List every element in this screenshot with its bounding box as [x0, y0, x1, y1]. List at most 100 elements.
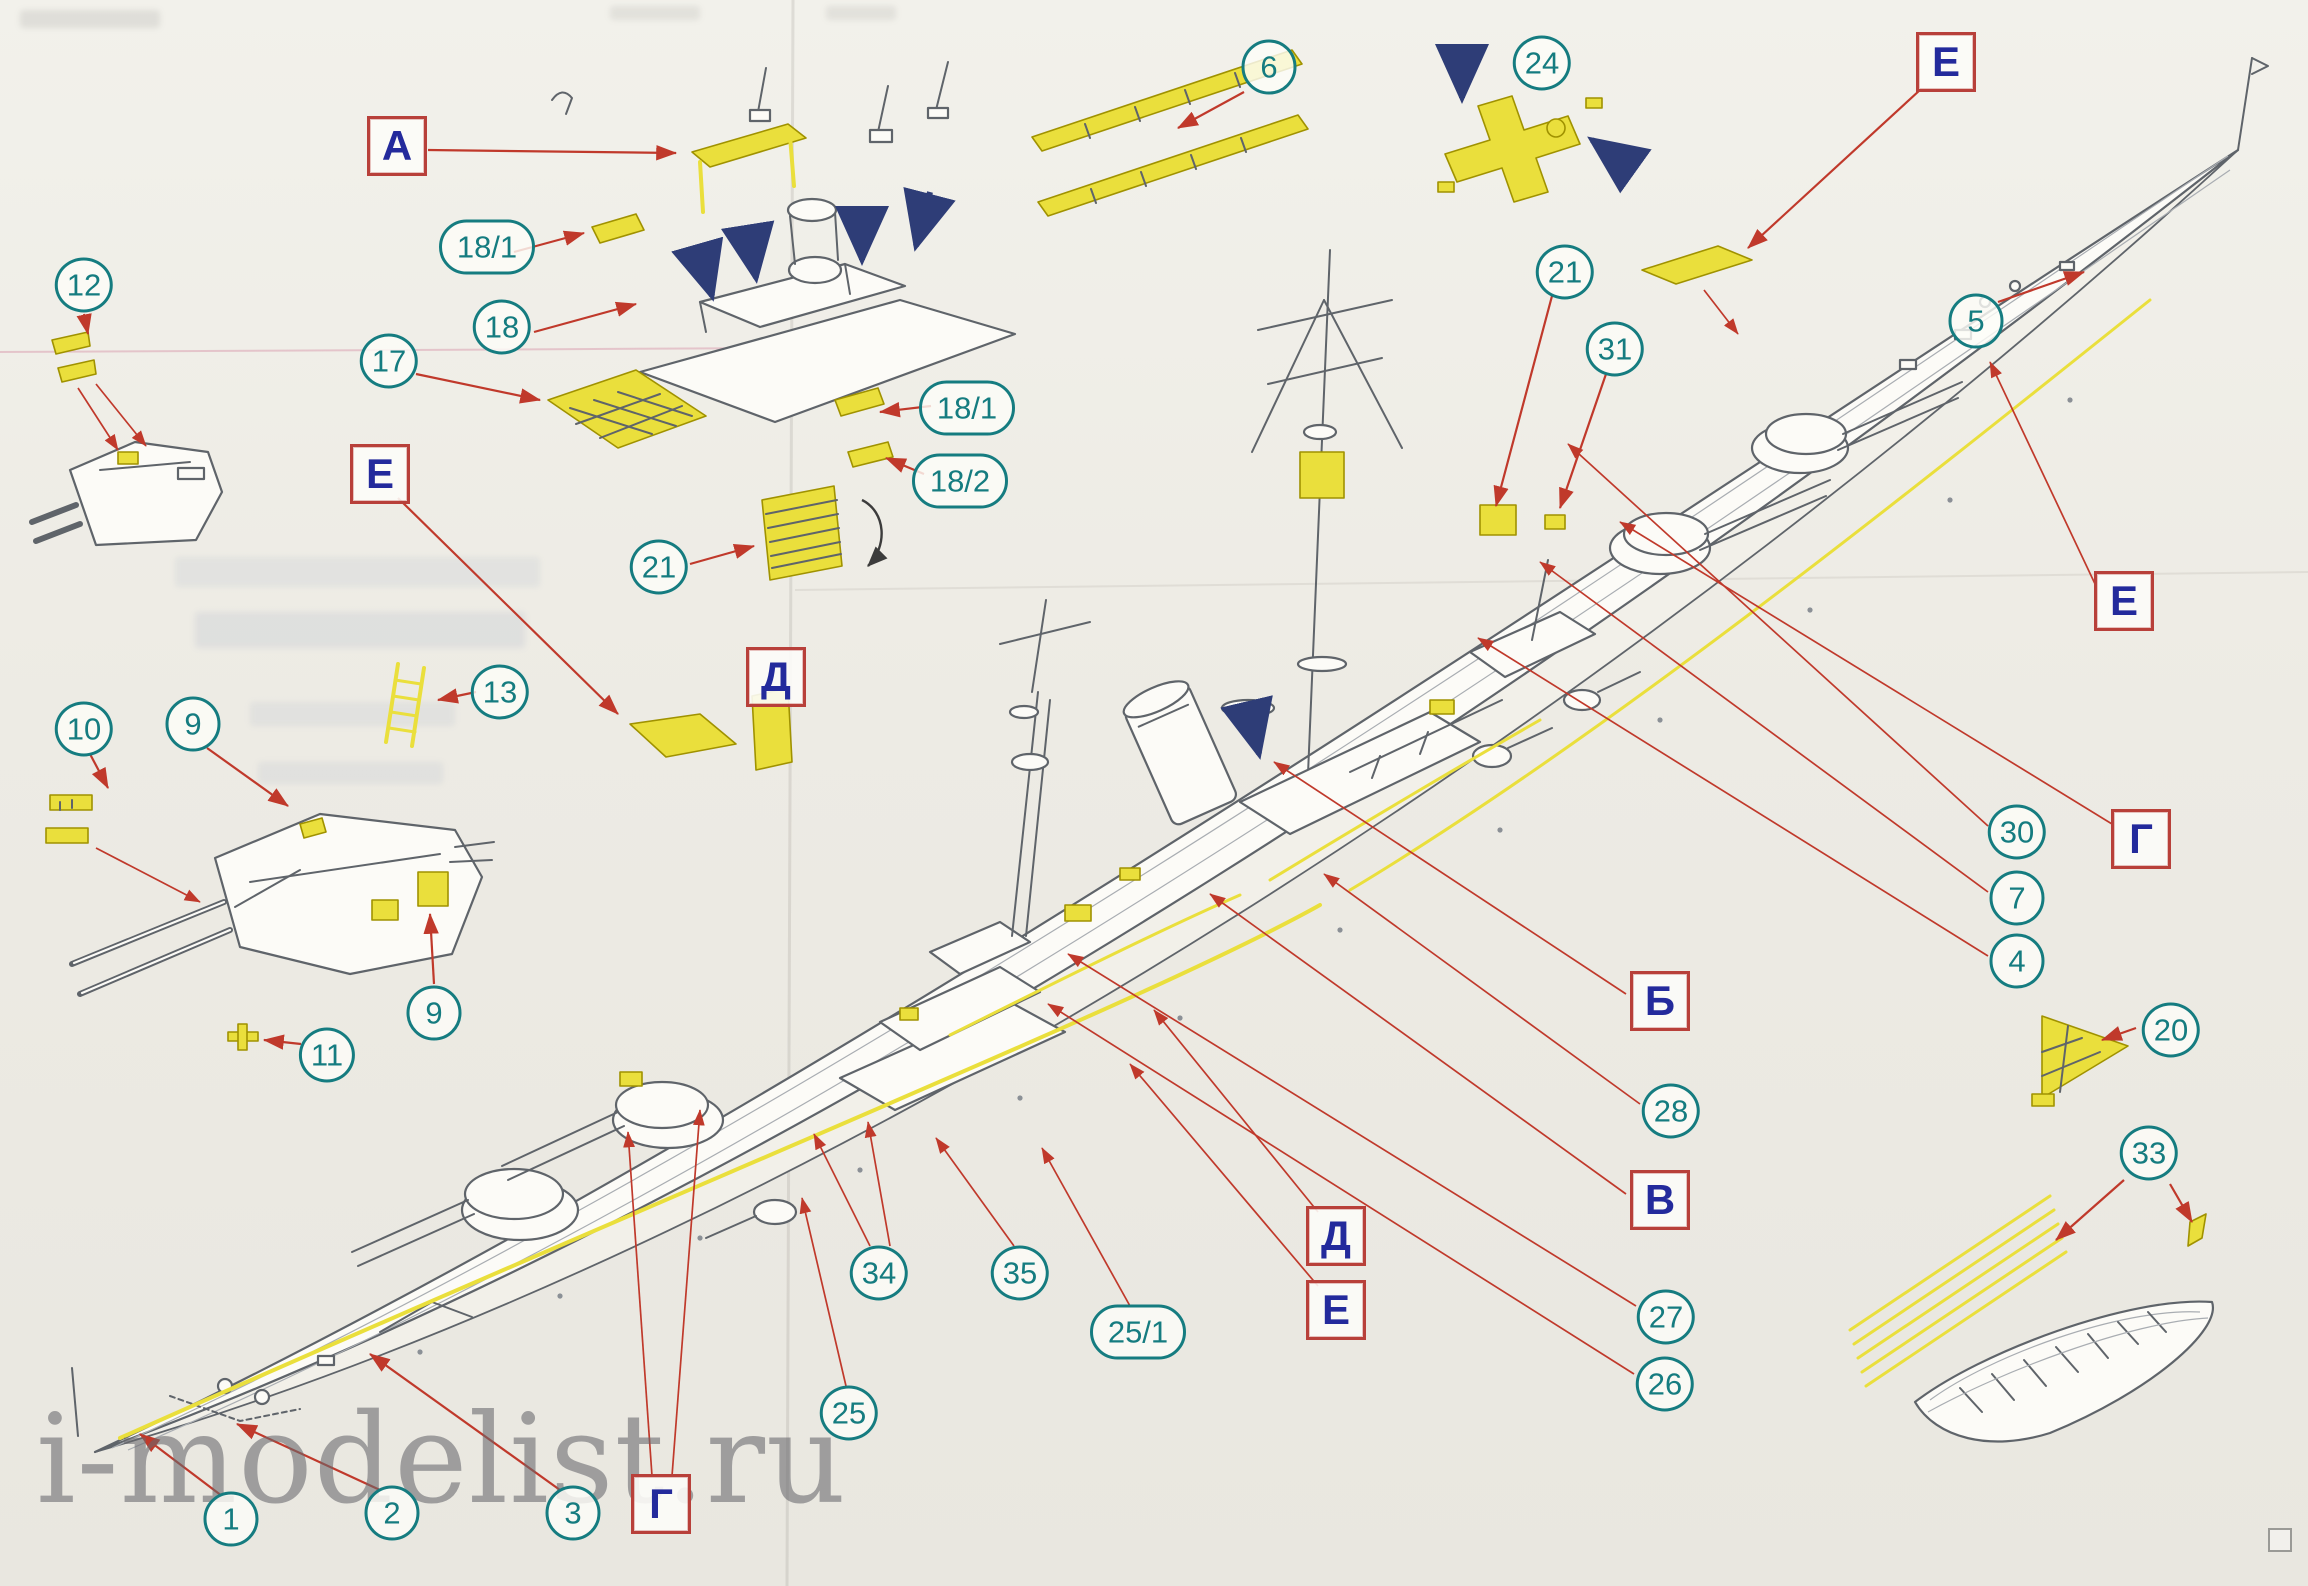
photoetch-railings-on-ship	[118, 298, 2152, 1440]
part-number-callout-21: 21	[629, 539, 689, 595]
part-number-callout-34: 34	[849, 1245, 909, 1301]
part-number-callout-11-label: 11	[310, 1037, 344, 1073]
part-number-callout-28: 28	[1641, 1083, 1701, 1139]
part-number-callout-12-label: 12	[66, 267, 102, 303]
assembly-letter-callout-V-label: В	[1644, 1176, 1676, 1223]
part-number-callout-30: 30	[1987, 804, 2047, 860]
part-number-callout-34-label: 34	[861, 1255, 897, 1291]
part-number-callout-25-1: 25/1	[1090, 1304, 1186, 1360]
assembly-letter-callout-E-4: Е	[1306, 1280, 1366, 1340]
portholes	[417, 397, 2073, 1355]
part-number-callout-25-label: 25	[831, 1395, 867, 1431]
part-number-callout-20-label: 20	[2153, 1012, 2189, 1048]
part-number-callout-21-2-label: 21	[1547, 254, 1583, 290]
paper-show-through	[250, 702, 455, 726]
part-number-callout-2: 2	[364, 1485, 420, 1541]
part-number-callout-33: 33	[2119, 1125, 2179, 1181]
assembly-letter-callout-E-3: Е	[2094, 571, 2154, 631]
assembly-letter-callout-G-label: Г	[2129, 815, 2153, 862]
part-number-callout-18-1: 18/1	[439, 219, 535, 275]
funnel	[1122, 680, 1238, 826]
part-number-callout-35: 35	[990, 1245, 1050, 1301]
part-number-callout-18: 18	[472, 299, 532, 355]
fore-turrets	[351, 1080, 725, 1267]
part-number-callout-11: 11	[298, 1027, 356, 1083]
part-number-callout-9: 9	[165, 696, 221, 752]
assembly-letter-callout-E-2: Е	[350, 444, 410, 504]
ships-boat	[1913, 1300, 2215, 1443]
red-leader-lines	[76, 89, 2193, 1497]
part-number-callout-1-label: 1	[222, 1501, 240, 1537]
photoetch-rods-33	[1848, 1194, 2207, 1388]
assembly-letter-callout-D: Д	[746, 647, 806, 707]
part-number-callout-2-label: 2	[383, 1495, 401, 1531]
part-number-callout-31-label: 31	[1597, 331, 1633, 367]
part-number-callout-9-2: 9	[406, 985, 462, 1041]
part-number-callout-27: 27	[1636, 1289, 1696, 1345]
part-number-callout-21-label: 21	[641, 549, 677, 585]
part-number-callout-5: 5	[1948, 293, 2004, 349]
assembly-letter-callout-G-2: Г	[631, 1474, 691, 1534]
mainmast	[1251, 249, 1403, 775]
photoetch-platform-17	[547, 369, 707, 449]
assembly-arrow-mast	[1220, 695, 1273, 760]
assembly-letter-callout-G-2-label: Г	[649, 1480, 673, 1527]
part-number-callout-25: 25	[819, 1385, 879, 1441]
part-number-callout-31: 31	[1585, 321, 1645, 377]
assembly-letter-callout-A-label: А	[381, 122, 413, 169]
part-number-callout-18-2: 18/2	[912, 453, 1008, 509]
paper-show-through	[20, 10, 160, 28]
assembly-letter-callout-D-2: Д	[1306, 1206, 1366, 1266]
part-number-callout-6: 6	[1241, 39, 1297, 95]
part-number-callout-27-label: 27	[1648, 1299, 1684, 1335]
paper-show-through	[195, 612, 525, 648]
photoetch-grille-21	[761, 485, 843, 581]
paper-show-through	[610, 6, 700, 20]
photoetch-mast-box	[1299, 451, 1345, 499]
photoetch-crane-20	[2031, 1015, 2129, 1107]
part-number-callout-3-label: 3	[564, 1495, 582, 1531]
part-number-callout-4: 4	[1989, 933, 2045, 989]
part-number-callout-21-2: 21	[1535, 244, 1595, 300]
part-number-callout-9-label: 9	[184, 706, 202, 742]
part-number-callout-10-label: 10	[66, 711, 102, 747]
part-number-callout-17-label: 17	[371, 343, 407, 379]
assembly-letter-callout-E-label: Е	[1931, 38, 1960, 85]
paper-show-through	[175, 557, 540, 587]
part-number-callout-7: 7	[1989, 870, 2045, 926]
part-number-callout-18-2-label: 18/2	[929, 463, 991, 499]
assembly-letter-callout-V: В	[1630, 1170, 1690, 1230]
part-number-callout-24-label: 24	[1524, 45, 1560, 81]
part-number-callout-30-label: 30	[1999, 814, 2035, 850]
secondary-turrets	[705, 671, 1641, 1239]
photoetch-funnel-cap	[691, 123, 807, 214]
part-number-callout-26: 26	[1635, 1356, 1695, 1412]
photoetch-strips-6	[1031, 49, 1309, 217]
paper-show-through	[826, 6, 896, 20]
part-number-callout-24: 24	[1512, 35, 1572, 91]
assembly-letter-callout-E: Е	[1916, 32, 1976, 92]
watermark: i-modelist.ru	[36, 1388, 847, 1532]
assembly-letter-callout-E-3-label: Е	[2109, 577, 2138, 624]
part-number-callout-25-1-label: 25/1	[1107, 1314, 1169, 1350]
part-number-callout-17: 17	[359, 333, 419, 389]
photoetch-strip-e-top	[1641, 245, 1753, 285]
part-number-callout-5-label: 5	[1967, 303, 1985, 339]
part-number-callout-1: 1	[203, 1491, 259, 1547]
part-number-callout-13: 13	[470, 664, 530, 720]
photoetch-ladder-13	[384, 662, 426, 748]
assembly-letter-callout-B: Б	[1630, 971, 1690, 1031]
assembly-letter-callout-E-4-label: Е	[1321, 1286, 1350, 1333]
part-number-callout-35-label: 35	[1002, 1255, 1038, 1291]
part-number-callout-13-label: 13	[482, 674, 518, 710]
part-number-callout-28-label: 28	[1653, 1093, 1689, 1129]
assembly-letter-callout-B-label: Б	[1644, 977, 1676, 1024]
part-number-callout-6-label: 6	[1260, 49, 1278, 85]
part-number-callout-10: 10	[54, 701, 114, 757]
part-number-callout-18-1-2-label: 18/1	[936, 390, 998, 426]
part-number-callout-9-2-label: 9	[425, 995, 443, 1031]
assembly-letter-callout-D-2-label: Д	[1321, 1212, 1351, 1259]
part-number-callout-12: 12	[54, 257, 114, 313]
